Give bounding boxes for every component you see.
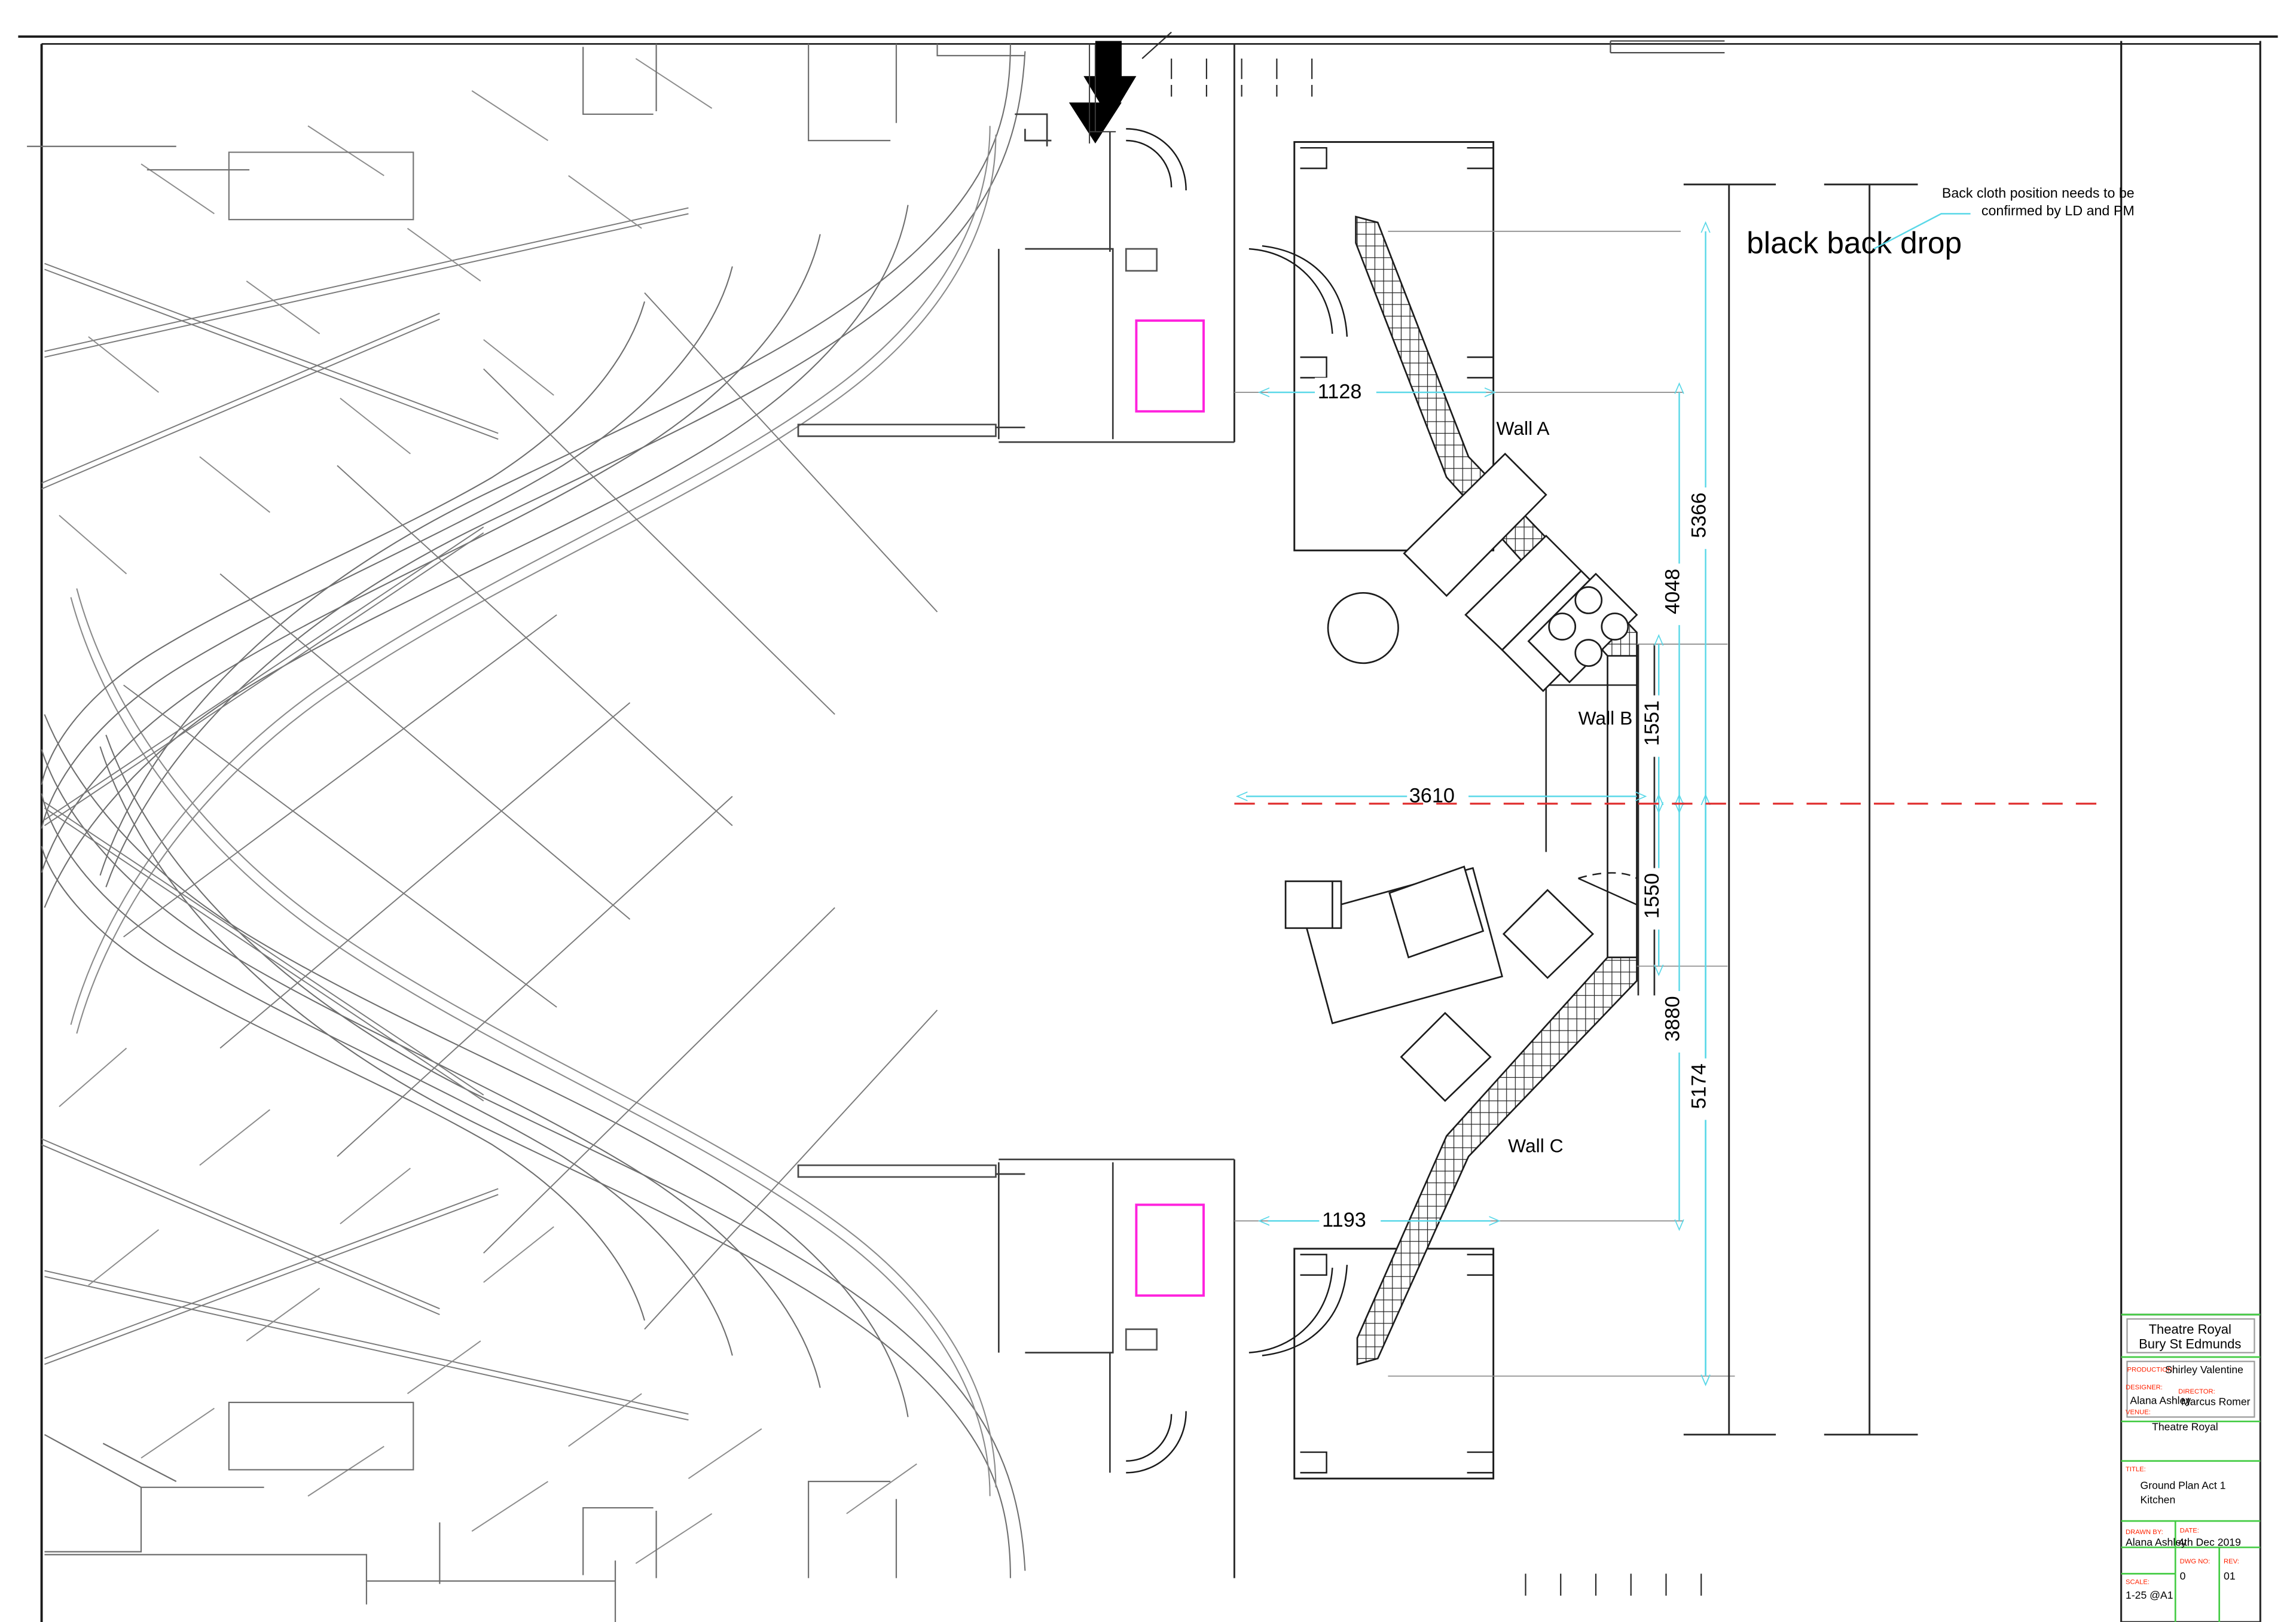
wall-c-label: Wall C — [1508, 1135, 1563, 1156]
dim-5366-label: 5366 — [1688, 492, 1711, 538]
kitchen-counter-run — [1403, 452, 1583, 651]
dim-1551-label: 1551 — [1641, 700, 1663, 746]
venue-value: Theatre Royal — [2152, 1420, 2218, 1432]
venue-heading-line1: Theatre Royal — [2149, 1322, 2231, 1337]
rev-value: 01 — [2224, 1570, 2236, 1582]
designer-value: Alana Ashley — [2130, 1394, 2191, 1406]
dim-line-5174: 5174 — [1688, 804, 1719, 1376]
backcloth-note-leader — [1873, 213, 1971, 250]
bench-seat — [1388, 865, 1485, 959]
set-wall-b — [1607, 655, 1638, 958]
scale-value: 1-25 @A1 — [2126, 1589, 2173, 1601]
magenta-marker-lower — [1135, 1203, 1205, 1297]
drawn-by-value: Alana Ashley — [2126, 1536, 2187, 1548]
rev-label: REV: — [2224, 1558, 2239, 1565]
dwg-no-label: DWG NO: — [2180, 1558, 2210, 1565]
designer-label: DESIGNER: — [2126, 1384, 2163, 1391]
dim-1550-label: 1550 — [1641, 873, 1663, 919]
date-value: 4th Dec 2019 — [2178, 1536, 2241, 1548]
dim-1193-label: 1193 — [1322, 1209, 1366, 1231]
dim-3880-label: 3880 — [1661, 996, 1684, 1041]
auditorium-seating-plan — [27, 44, 1026, 1622]
director-value: Marcus Romer — [2181, 1396, 2251, 1408]
dim-line-4048: 4048 — [1661, 392, 1693, 804]
title-block: Theatre Royal Bury St Edmunds PRODUCTION… — [2120, 1313, 2261, 1622]
backdrop-bars — [1683, 183, 1918, 1436]
dim-5174-label: 5174 — [1688, 1063, 1711, 1109]
dim-line-1128: 1128 — [1268, 377, 1486, 404]
magenta-marker-upper — [1135, 319, 1205, 413]
chair-lower — [1400, 1011, 1492, 1102]
backcloth-note-line2: confirmed by LD and PM — [1981, 203, 2135, 218]
dim-line-3880: 3880 — [1661, 804, 1693, 1221]
dim-line-1550: 1550 — [1641, 804, 1672, 967]
dim-line-1551: 1551 — [1641, 644, 1672, 804]
scale-ticks-top — [1141, 32, 1313, 97]
scale-ticks-bottom — [1525, 1574, 1702, 1596]
production-label: PRODUCTION: — [2127, 1366, 2174, 1373]
dim-line-1193: 1193 — [1268, 1206, 1491, 1233]
sideboard-unit — [1284, 880, 1342, 929]
wall-a-label: Wall A — [1497, 417, 1550, 439]
chair-upper — [1502, 889, 1595, 979]
drawn-by-label: DRAWN BY: — [2126, 1529, 2163, 1536]
title-value-line1: Ground Plan Act 1 — [2141, 1479, 2226, 1491]
upstage-rostrum-bottom — [1293, 1248, 1495, 1480]
backdrop-label: black back drop — [1747, 225, 1962, 260]
stage-marker-arrow — [1068, 32, 1137, 144]
dim-4048-label: 4048 — [1661, 569, 1684, 614]
scale-label: SCALE: — [2126, 1578, 2150, 1586]
production-value: Shirley Valentine — [2165, 1364, 2243, 1376]
top-right-detail — [1610, 40, 1725, 54]
title-value-line2: Kitchen — [2141, 1494, 2176, 1506]
date-label: DATE: — [2180, 1528, 2199, 1535]
door-swing-set — [1578, 872, 1638, 905]
venue-heading-line2: Bury St Edmunds — [2139, 1336, 2241, 1351]
round-table-small — [1327, 592, 1399, 664]
dwg-no-value: 0 — [2180, 1570, 2186, 1582]
venue-label: VENUE: — [2126, 1408, 2151, 1416]
upstage-rostrum-top — [1293, 141, 1495, 551]
backcloth-note-line1: Back cloth position needs to be — [1942, 185, 2135, 200]
sheet-border — [18, 35, 2278, 1622]
director-label: DIRECTOR: — [2178, 1388, 2215, 1395]
hob-unit — [1527, 572, 1638, 684]
title-label: TITLE: — [2126, 1466, 2146, 1473]
wall-b-label: Wall B — [1578, 708, 1633, 729]
dim-1128-label: 1128 — [1318, 380, 1362, 403]
